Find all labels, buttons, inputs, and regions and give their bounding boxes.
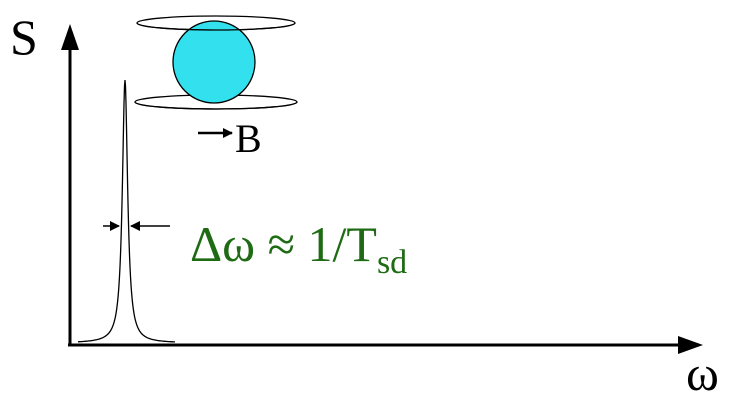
x-axis-label: ω xyxy=(686,345,719,395)
y-axis-label: S xyxy=(10,9,38,65)
trapped-atom-illustration xyxy=(134,15,298,110)
linewidth-formula-main: Δω ≈ 1/T xyxy=(190,216,377,272)
linewidth-formula: Δω ≈ 1/Tsd xyxy=(190,216,407,281)
field-label: B xyxy=(235,116,262,161)
atom-sphere xyxy=(172,20,256,104)
y-axis-arrowhead xyxy=(61,24,79,50)
x-axis-arrowhead xyxy=(678,336,703,354)
spectral-peak xyxy=(78,79,175,343)
lower-coil-front xyxy=(134,101,298,110)
upper-coil-front xyxy=(136,22,296,31)
linewidth-formula-subscript: sd xyxy=(377,244,407,281)
